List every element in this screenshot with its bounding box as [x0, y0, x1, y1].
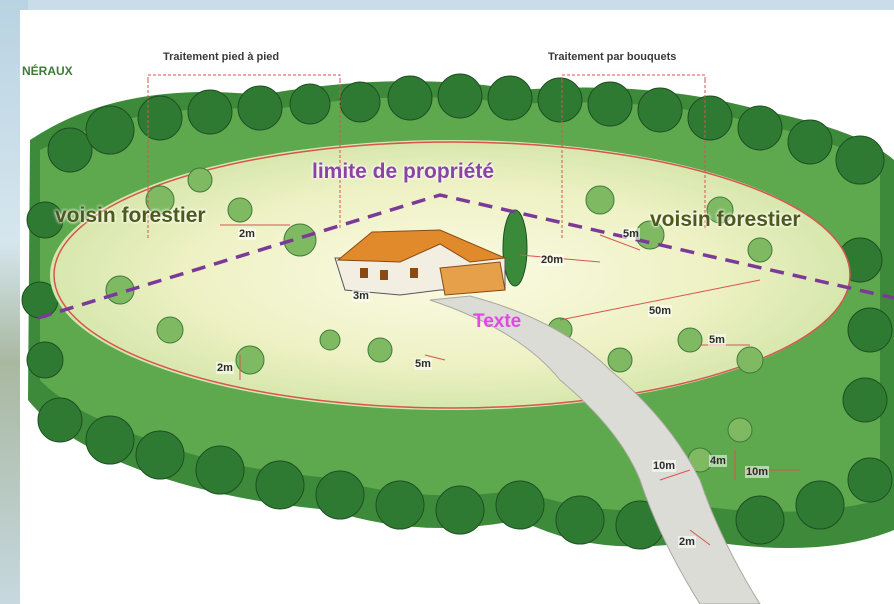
distance-label: 50m: [648, 305, 673, 317]
distance-label: 2m: [678, 536, 696, 548]
house: [334, 229, 507, 296]
distance-label: 2m: [238, 228, 256, 240]
treatment-left-label: Traitement pied à pied: [163, 51, 280, 63]
property-boundary-line: [37, 193, 894, 320]
treatment-brackets: [147, 74, 706, 240]
center-text-label: Texte: [473, 311, 522, 332]
distance-label: 5m: [414, 358, 432, 370]
distance-label: 10m: [745, 466, 770, 478]
distance-label: 5m: [708, 334, 726, 346]
distance-label: 4m: [709, 455, 727, 467]
distance-label: 10m: [652, 460, 677, 472]
cypress-tree: [502, 209, 528, 287]
distance-label: 3m: [352, 290, 370, 302]
property-limit-label: limite de propriété: [312, 160, 495, 183]
scattered-trees: [105, 167, 773, 513]
tree-canopies: [21, 73, 893, 550]
neighbor-left-label: voisin forestier: [55, 204, 206, 227]
distance-label: 2m: [216, 362, 234, 374]
fifty-meter-ring: [53, 141, 851, 409]
distance-label: 20m: [540, 254, 565, 266]
neighbor-right-label: voisin forestier: [650, 208, 801, 231]
distance-label: 5m: [622, 228, 640, 240]
treatment-right-label: Traitement par bouquets: [548, 51, 677, 63]
corner-heading: NÉRAUX: [22, 64, 73, 78]
